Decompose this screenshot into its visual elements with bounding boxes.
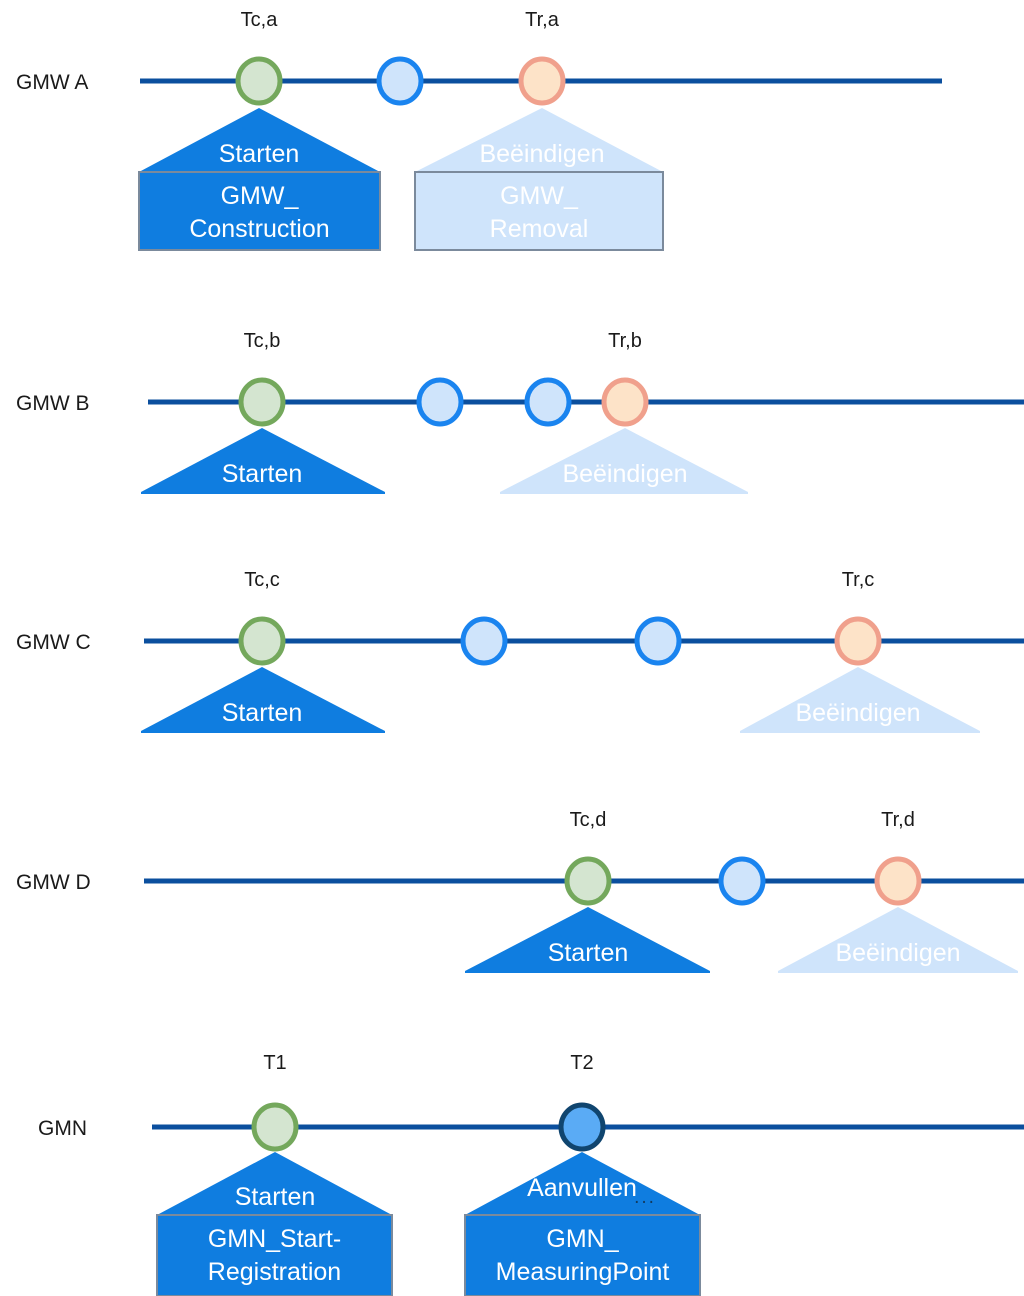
tick-label-tr-c: Tr,c [842, 569, 875, 591]
pentagon-beeindigen-c [740, 667, 980, 733]
event-marker-mid-b-1[interactable] [416, 377, 464, 427]
pentagon-starten-c [141, 667, 385, 733]
box-gmn-measuringpoint [464, 1214, 701, 1296]
tick-label-t1: T1 [263, 1052, 286, 1074]
pentagon-label-starten-d: Starten [548, 939, 629, 967]
pentagon-label-beeindigen-a: Beëindigen [479, 140, 604, 168]
event-marker-tc-c[interactable] [238, 616, 286, 666]
pentagon-beeindigen-b [500, 428, 748, 494]
event-marker-mid-a-1[interactable] [376, 56, 424, 106]
timeline-row-gmw-d: Starten Beëindigen GMW D Tc,d Tr,d [16, 809, 1024, 973]
row-label-gmn: GMN [38, 1117, 87, 1140]
row-label-gmw-d: GMW D [16, 871, 91, 894]
event-marker-t2[interactable] [558, 1102, 606, 1152]
tick-label-tc-d: Tc,d [570, 809, 607, 831]
pentagon-label-aanvullen-gmn: Aanvullen [527, 1174, 637, 1202]
box-gmn-startregistration [156, 1214, 393, 1296]
event-marker-mid-d-1[interactable] [718, 856, 766, 906]
event-marker-tc-a[interactable] [235, 56, 283, 106]
event-marker-tc-d[interactable] [564, 856, 612, 906]
pentagon-label-starten-gmn: Starten [235, 1183, 316, 1211]
box-label-gmn-startregistration: GMN_Start- [208, 1225, 341, 1253]
event-marker-mid-c-1[interactable] [460, 616, 508, 666]
tick-label-tc-c: Tc,c [244, 569, 280, 591]
row-label-gmw-c: GMW C [16, 631, 91, 654]
pentagon-starten-d [465, 907, 710, 973]
pentagon-label-starten-a: Starten [219, 140, 300, 168]
timeline-row-gmw-c: Starten Beëindigen GMW C Tc,c Tr,c [16, 569, 1024, 733]
event-marker-tr-d[interactable] [874, 856, 922, 906]
tick-label-tr-d: Tr,d [881, 809, 915, 831]
box-label-gmw-construction: Construction [189, 215, 329, 243]
event-marker-tr-a[interactable] [518, 56, 566, 106]
box-gmw-removal [414, 171, 664, 251]
event-marker-mid-c-2[interactable] [634, 616, 682, 666]
pentagon-starten-b [141, 428, 385, 494]
row-label-gmw-b: GMW B [16, 392, 90, 415]
box-gmw-construction [138, 171, 381, 251]
box-label-gmn-measuringpoint: GMN_ [546, 1225, 619, 1253]
event-marker-mid-b-2[interactable] [524, 377, 572, 427]
tick-label-tc-b: Tc,b [244, 330, 281, 352]
event-marker-tr-c[interactable] [834, 616, 882, 666]
tick-label-tr-b: Tr,b [608, 330, 642, 352]
box-label-gmn-startregistration: Registration [208, 1258, 341, 1286]
timeline-row-gmw-b: Starten Beëindigen GMW B Tc,b Tr,b [16, 330, 1024, 494]
pentagon-label-beeindigen-c: Beëindigen [795, 699, 920, 727]
pentagon-label-beeindigen-b: Beëindigen [562, 460, 687, 488]
event-marker-tc-b[interactable] [238, 377, 286, 427]
pentagon-label-starten-b: Starten [222, 460, 303, 488]
box-label-gmn-measuringpoint: MeasuringPoint [496, 1258, 670, 1286]
pentagon-label-starten-c: Starten [222, 699, 303, 727]
event-marker-tr-b[interactable] [601, 377, 649, 427]
box-label-gmw-removal: Removal [490, 215, 589, 243]
box-label-gmw-removal: GMW_ [500, 182, 579, 210]
row-label-gmw-a: GMW A [16, 71, 88, 94]
pentagon-label-beeindigen-d: Beëindigen [835, 939, 960, 967]
pentagon-beeindigen-d [778, 907, 1018, 973]
tick-label-tc-a: Tc,a [241, 9, 279, 31]
tick-label-t2: T2 [570, 1052, 593, 1074]
aanvullen-ellipsis: ... [634, 1187, 656, 1208]
event-marker-t1[interactable] [251, 1102, 299, 1152]
box-label-gmw-construction: GMW_ [221, 182, 300, 210]
tick-label-tr-a: Tr,a [525, 9, 560, 31]
